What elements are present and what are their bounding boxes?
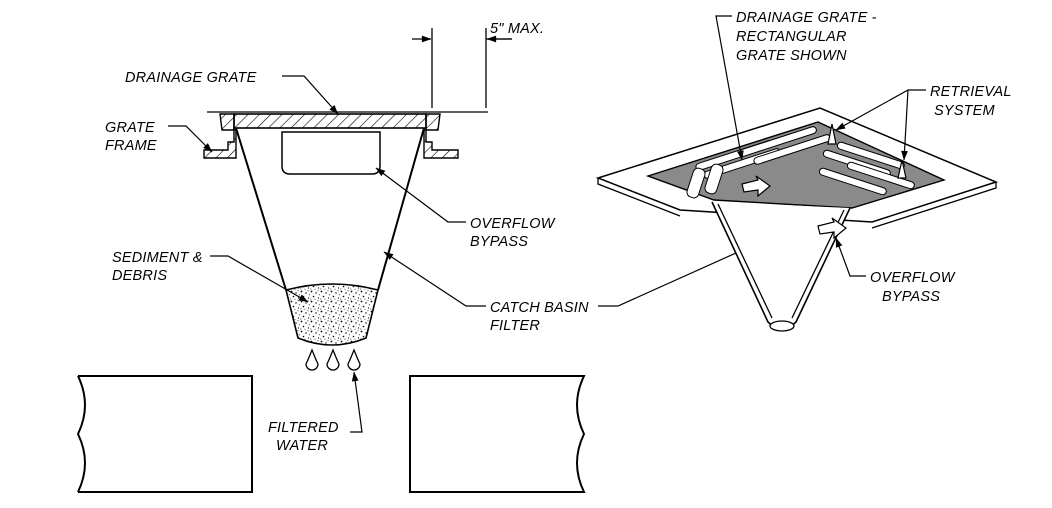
filtered-text-1: FILTERED bbox=[268, 420, 339, 436]
overflow-bypass-opening bbox=[281, 131, 381, 175]
bypass-arrow-2 bbox=[817, 217, 847, 240]
filter-cone bbox=[711, 201, 851, 330]
water-drops bbox=[305, 348, 361, 371]
drainage-rect-text-3: GRATE SHOWN bbox=[736, 48, 847, 64]
grate-slots bbox=[686, 126, 915, 199]
drainage-rect-text-2: RECTANGULAR bbox=[736, 29, 847, 45]
retrieval-text-1: RETRIEVAL bbox=[930, 84, 1012, 100]
label-retrieval-system: RETRIEVAL SYSTEM bbox=[835, 84, 1012, 161]
label-overflow-bypass-right: OVERFLOW BYPASS bbox=[835, 237, 956, 305]
label-drainage-grate-rect: DRAINAGE GRATE - RECTANGULAR GRATE SHOWN bbox=[715, 10, 877, 161]
catch-basin-text-2: FILTER bbox=[490, 318, 540, 334]
retrieval-handles bbox=[827, 123, 907, 179]
grate-frame-left bbox=[203, 113, 237, 159]
sediment-text-2: DEBRIS bbox=[112, 268, 167, 284]
retrieval-text-2: SYSTEM bbox=[934, 103, 996, 119]
drainage-grate-text: DRAINAGE GRATE bbox=[125, 70, 257, 86]
drainage-rect-text-1: DRAINAGE GRATE - bbox=[736, 10, 877, 26]
dimension-5-max: 5" MAX. bbox=[412, 21, 544, 108]
sediment-debris bbox=[285, 283, 379, 346]
label-sediment: SEDIMENT & DEBRIS bbox=[112, 250, 309, 303]
drainage-grate-section bbox=[233, 113, 427, 129]
label-catch-basin-filter: CATCH BASIN FILTER bbox=[383, 243, 757, 334]
label-filtered-water: FILTERED WATER bbox=[268, 371, 363, 454]
dimension-label: 5" MAX. bbox=[490, 21, 544, 37]
filtered-text-2: WATER bbox=[276, 438, 328, 454]
overflow-bypass-text-1: OVERFLOW bbox=[470, 216, 556, 232]
label-overflow-bypass-left: OVERFLOW BYPASS bbox=[375, 167, 556, 250]
label-drainage-grate: DRAINAGE GRATE bbox=[125, 70, 339, 115]
overflow2-text-1: OVERFLOW bbox=[870, 270, 956, 286]
grate-frame-right bbox=[423, 113, 459, 159]
overflow2-text-2: BYPASS bbox=[882, 289, 940, 305]
pipe-left bbox=[76, 375, 253, 493]
overflow-bypass-text-2: BYPASS bbox=[470, 234, 528, 250]
filter-bag bbox=[235, 127, 425, 291]
catch-basin-text-1: CATCH BASIN bbox=[490, 300, 589, 316]
pipe-right bbox=[409, 375, 586, 493]
label-grate-frame: GRATE FRAME bbox=[105, 120, 213, 154]
grate-frame-text-1: GRATE bbox=[105, 120, 155, 136]
isometric-view: DRAINAGE GRATE - RECTANGULAR GRATE SHOWN… bbox=[595, 10, 1012, 332]
sediment-text-1: SEDIMENT & bbox=[112, 250, 203, 266]
bypass-arrow-1 bbox=[741, 175, 771, 198]
section-view: 5" MAX. DRAINAGE GR bbox=[76, 21, 757, 493]
grate-frame-text-2: FRAME bbox=[105, 138, 157, 154]
